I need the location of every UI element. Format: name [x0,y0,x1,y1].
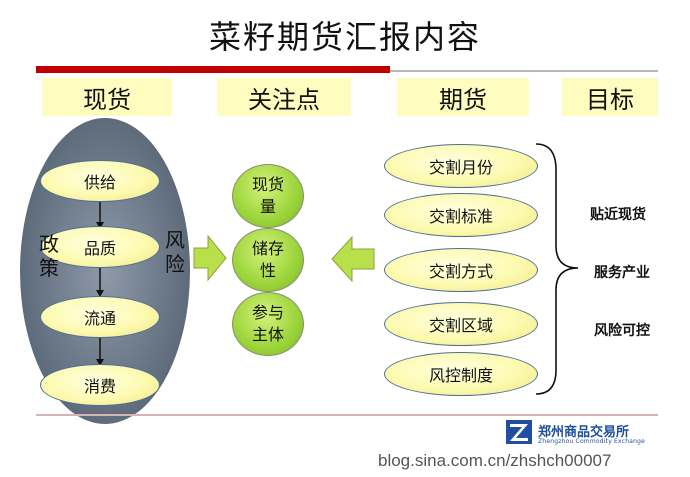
arrow-spot-to-focus [193,234,227,282]
policy-vertical-label: 政策 [39,232,59,280]
futures-risk-control: 风控制度 [384,352,538,396]
header-goal: 目标 [562,78,658,116]
focus-spot-volume: 现货量 [232,164,304,228]
header-spot: 现货 [42,78,172,116]
goal-close-to-spot: 贴近现货 [590,207,646,223]
spot-item-quality: 品质 [40,226,160,268]
header-focus: 关注点 [217,78,351,116]
spot-item-supply: 供给 [40,160,160,202]
spot-item-consumption: 消费 [40,364,160,406]
arrow-quality-circulation [96,290,104,297]
goal-serve-industry: 服务产业 [594,265,650,281]
futures-delivery-method: 交割方式 [384,248,538,292]
futures-delivery-region: 交割区域 [384,302,538,346]
spot-item-circulation: 流通 [40,296,160,338]
blog-watermark: blog.sina.com.cn/zhshch00007 [378,451,612,470]
title-underline-gray [390,70,658,72]
risk-vertical-label: 风险 [165,228,185,276]
exchange-name: 郑州商品交易所 [538,425,630,440]
bottom-rule [36,414,658,416]
page-title: 菜籽期货汇报内容 [208,18,481,56]
goal-risk-controllable: 风险可控 [594,323,650,339]
focus-storability: 储存性 [232,228,304,292]
focus-participants: 参与主体 [232,292,304,356]
arrow-futures-to-focus [331,235,375,283]
header-futures: 期货 [397,78,529,116]
futures-delivery-standard: 交割标准 [384,193,538,237]
goals-brace [535,143,579,395]
title-underline-red [36,66,390,73]
arrow-circulation-consumption [96,359,104,366]
futures-delivery-month: 交割月份 [384,144,538,188]
exchange-logo-icon [506,420,532,444]
exchange-subtitle: Zhengzhou Commodity Exchange [538,438,645,445]
